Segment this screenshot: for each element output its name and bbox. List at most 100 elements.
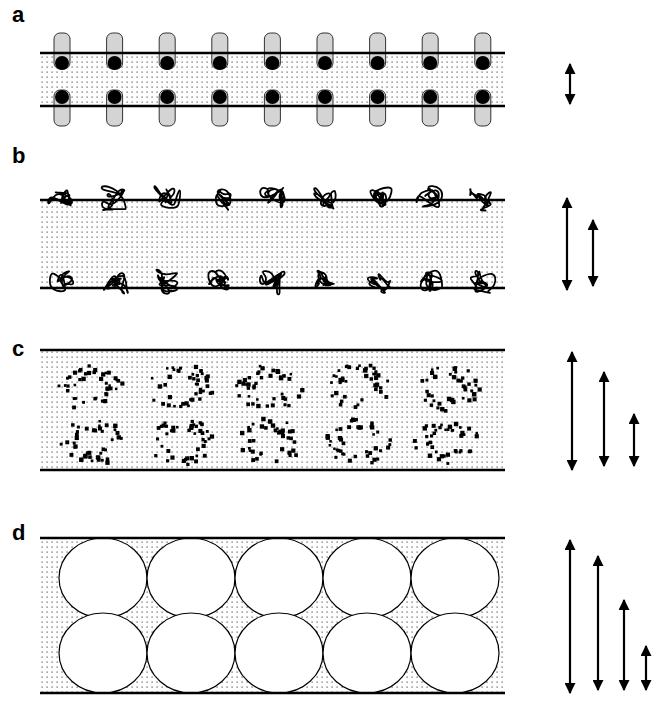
swollen-particle [205, 378, 209, 382]
distance-arrow [571, 352, 573, 470]
swollen-particle [115, 388, 118, 391]
distance-arrow [566, 198, 568, 290]
swollen-particle [282, 374, 286, 378]
swollen-particle [454, 371, 457, 374]
swollen-particle [453, 367, 457, 371]
hard-sphere [147, 538, 235, 618]
swollen-particle [77, 426, 80, 429]
protein-coil [416, 186, 442, 207]
swollen-particle [191, 420, 194, 423]
polymer-tail [370, 90, 386, 126]
swollen-particle [87, 451, 91, 455]
swollen-particle [191, 373, 194, 376]
swollen-particle [268, 374, 272, 378]
swollen-particle [333, 374, 336, 377]
swollen-particle [158, 384, 162, 388]
swollen-particle [251, 458, 255, 462]
swollen-particle [209, 392, 212, 395]
swollen-particle [369, 364, 373, 368]
swollen-particle [113, 424, 117, 428]
swollen-particle [275, 459, 279, 463]
swollen-particle [105, 423, 109, 427]
swollen-particle [103, 399, 107, 403]
swollen-particle [459, 426, 462, 429]
swollen-particle [448, 425, 452, 429]
swollen-particle [274, 429, 277, 432]
swollen-particle [154, 454, 157, 457]
swollen-particle [72, 406, 76, 410]
swollen-particle [259, 453, 262, 456]
swollen-particle [284, 397, 287, 400]
swollen-particle [75, 397, 78, 400]
swollen-particle [300, 388, 304, 392]
anchor-group [213, 90, 227, 104]
swollen-particle [252, 439, 255, 442]
swollen-particle [256, 398, 259, 401]
swollen-particle [452, 375, 456, 379]
swollen-particle [161, 402, 165, 406]
swollen-particle [379, 449, 382, 452]
swollen-particle [358, 364, 361, 367]
swollen-particle [206, 430, 209, 433]
polymer-tail [212, 33, 228, 69]
swollen-particle [97, 458, 101, 462]
swollen-particle [198, 397, 201, 400]
swollen-particle [354, 455, 357, 458]
anchor-group [213, 56, 227, 70]
swollen-particle [356, 425, 360, 429]
swollen-particle [173, 405, 176, 408]
protein-coil [471, 271, 496, 293]
swollen-particle [271, 403, 275, 407]
swollen-particle [446, 462, 449, 465]
distance-arrow [623, 600, 625, 690]
polymer-tail [54, 33, 70, 69]
protein-coil [314, 188, 335, 209]
swollen-particle [333, 448, 336, 451]
polymer-tail [264, 90, 280, 126]
swollen-particle [329, 444, 332, 447]
swollen-particle [288, 454, 291, 457]
swollen-particle [257, 370, 260, 373]
swollen-particle [196, 447, 200, 451]
swollen-particle [474, 384, 477, 387]
swollen-particle [178, 370, 181, 373]
swollen-particle [238, 394, 241, 397]
swollen-particle [283, 403, 286, 406]
swollen-particle [388, 438, 391, 441]
swollen-particle [195, 425, 198, 428]
swollen-particle [467, 382, 470, 385]
swollen-particle [163, 421, 166, 424]
swollen-particle [430, 434, 433, 437]
swollen-particle [88, 455, 92, 459]
swollen-particle [376, 431, 379, 434]
swollen-particle [364, 367, 368, 371]
swollen-particle [91, 459, 94, 462]
swollen-particle [294, 453, 298, 457]
swollen-particle [454, 366, 457, 369]
polymer-tail [212, 90, 228, 126]
swollen-particle [271, 369, 275, 373]
swollen-particle [252, 423, 255, 426]
swollen-particle [438, 426, 441, 429]
distance-arrow [597, 556, 599, 690]
swollen-particle [99, 452, 102, 455]
swollen-particle [192, 377, 195, 380]
swollen-particle [200, 422, 204, 426]
panel-letter: a [12, 4, 24, 26]
swollen-particle [194, 392, 197, 395]
swollen-particle [66, 389, 70, 393]
swollen-particle [104, 448, 107, 451]
hard-sphere [147, 613, 235, 693]
swollen-particle [251, 450, 255, 454]
polymer-tail [107, 33, 123, 69]
swollen-particle [438, 402, 442, 406]
swollen-particle [245, 383, 248, 386]
swollen-particle [176, 369, 180, 373]
surface-line [40, 199, 505, 202]
swollen-particle [347, 425, 351, 429]
protein-coil [260, 188, 285, 207]
swollen-particle [201, 372, 204, 375]
swollen-particle [111, 438, 114, 441]
swollen-particle [248, 439, 252, 443]
distance-arrow [603, 372, 605, 466]
